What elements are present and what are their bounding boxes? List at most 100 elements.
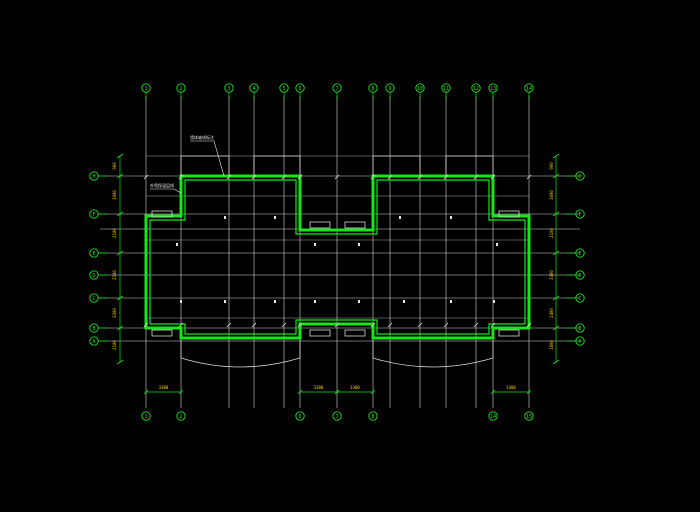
tick-mark — [178, 322, 184, 328]
axis-bubble-top-label: 12 — [473, 86, 479, 92]
interior-mark — [358, 243, 360, 246]
dim-tick-right — [552, 295, 560, 301]
dim-tick-bottom — [143, 389, 149, 395]
tick-mark — [526, 322, 532, 328]
interior-mark — [450, 216, 452, 219]
dim-tick-right — [552, 250, 560, 256]
balcony-top-right — [372, 155, 494, 176]
dim-tick-bottom — [490, 389, 496, 395]
tick-mark — [226, 174, 232, 180]
tick-mark — [526, 174, 532, 180]
tick-mark — [370, 174, 376, 180]
axis-bubble-top-label: 5 — [282, 86, 285, 92]
axis-bubble-top-label: 10 — [417, 86, 423, 92]
dim-text-left: 3300 — [112, 308, 117, 318]
dim-tick-left — [116, 250, 124, 256]
axis-bubble-right-label: E — [578, 251, 581, 257]
axis-bubble-bottom-label: 2 — [179, 414, 182, 420]
tick-mark — [334, 322, 340, 328]
interior-mark — [176, 243, 178, 246]
tick-mark — [417, 322, 423, 328]
dim-text-bottom: 3300 — [506, 385, 516, 390]
axis-bubble-top-label: 3 — [227, 86, 230, 92]
window-symbol — [151, 329, 173, 337]
balcony-bottom-right — [372, 340, 494, 368]
dim-text-left: 2100 — [112, 340, 117, 350]
axis-bubble-right-label: F — [578, 212, 581, 218]
dim-tick-left — [116, 173, 124, 179]
interior-mark — [403, 300, 405, 303]
axis-bubble-right-label: H — [578, 174, 581, 180]
axis-bubble-bottom — [176, 411, 186, 421]
axis-bubble-top-label: 6 — [298, 86, 301, 92]
axis-bubble-right-label: B — [578, 326, 581, 332]
tick-mark — [490, 322, 496, 328]
interior-mark — [224, 300, 226, 303]
interior-mark — [493, 300, 495, 303]
axis-grid-lines — [100, 96, 580, 408]
axis-bubble-bottom — [295, 411, 305, 421]
annotation-leader — [173, 188, 182, 194]
dim-tick-bottom — [526, 389, 532, 395]
axis-bubble-top-label: 8 — [371, 86, 374, 92]
window-symbol — [151, 210, 173, 218]
dim-text-right: 2100 — [549, 228, 554, 238]
interior-mark — [358, 300, 360, 303]
axis-bubble-bottom — [524, 411, 534, 421]
tick-mark — [443, 174, 449, 180]
axis-bubble-top-label: 4 — [252, 86, 255, 92]
tick-mark — [297, 322, 303, 328]
dim-tick-right — [552, 211, 560, 217]
axis-bubble-top-label: 2 — [179, 86, 182, 92]
tick-mark — [297, 174, 303, 180]
tick-mark — [143, 174, 149, 180]
tick-mark — [143, 322, 149, 328]
axis-bubble-left-label: C — [92, 296, 95, 302]
interior-mark — [224, 216, 226, 219]
dim-text-left: 900 — [112, 162, 117, 170]
interior-mark — [274, 216, 276, 219]
wall-outline-outer — [144, 174, 531, 340]
dim-tick-left — [116, 325, 124, 331]
window-symbol — [344, 221, 366, 229]
wall-outline-inner — [149, 179, 526, 335]
axis-bubble-left-label: F — [92, 212, 95, 218]
dim-text-right: 3000 — [549, 190, 554, 200]
dim-text-right: 2400 — [549, 308, 554, 318]
dim-tick-bottom — [178, 389, 184, 395]
axis-bubble-right-label: C — [578, 296, 581, 302]
axis-bubble-top-label: 13 — [490, 86, 496, 92]
window-symbol — [498, 210, 520, 218]
dim-text-left: 2100 — [112, 228, 117, 238]
interior-mark — [180, 300, 182, 303]
interior-mark — [314, 300, 316, 303]
tick-mark — [226, 322, 232, 328]
dim-tick-right — [552, 359, 560, 365]
axis-bubble-right-label: A — [578, 339, 581, 345]
tick-mark — [281, 174, 287, 180]
interior-mark — [314, 243, 316, 246]
tick-mark — [473, 174, 479, 180]
dimension-lines: 9003000210021003300210090030002100330024… — [112, 153, 560, 395]
axis-bubble-bottom-label: 1 — [144, 414, 147, 420]
dim-tick-left — [116, 359, 124, 365]
axis-bubble-left-label: D — [92, 273, 95, 279]
window-symbol — [498, 329, 520, 337]
tick-mark — [178, 174, 184, 180]
dim-tick-right — [552, 173, 560, 179]
axis-bubble-bottom-label: 7 — [335, 414, 338, 420]
dim-text-left: 2100 — [112, 270, 117, 280]
tick-mark — [387, 322, 393, 328]
tick-mark — [251, 174, 257, 180]
interior-mark — [274, 300, 276, 303]
axis-bubble-bottom — [332, 411, 342, 421]
tick-mark — [473, 322, 479, 328]
window-symbol — [344, 329, 366, 337]
exterior-walls — [144, 155, 531, 368]
axis-bubble-top-label: 1 — [144, 86, 147, 92]
dim-tick-bottom — [334, 389, 340, 395]
axis-bubble-left-label: H — [92, 174, 95, 180]
